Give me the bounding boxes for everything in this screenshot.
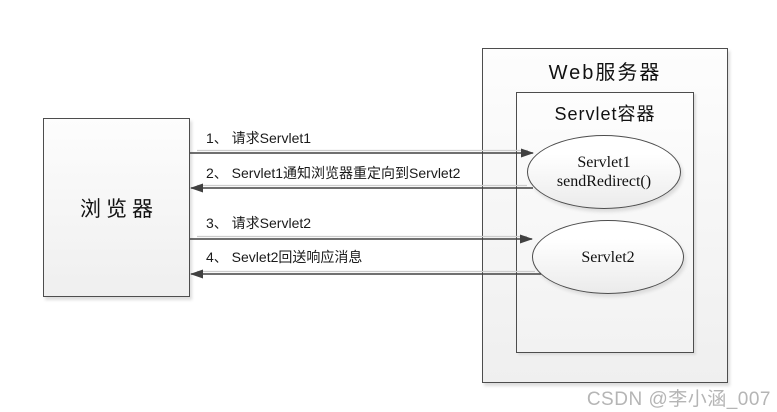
servlet2-ellipse: Servlet2 (532, 220, 684, 294)
servlet1-method-label: sendRedirect() (556, 173, 652, 190)
web-server-box: Web服务器 Servlet容器 Servlet1 sendRedirect()… (482, 48, 728, 383)
servlet-container-box: Servlet容器 Servlet1 sendRedirect() Servle… (516, 92, 694, 353)
servlet2-label: Servlet2 (581, 248, 635, 266)
message-label-3: 3、 请求Servlet2 (206, 215, 312, 231)
servlet-container-title: Servlet容器 (554, 104, 656, 124)
servlet1-label: Servlet1 (577, 154, 631, 171)
browser-label: 浏览器 (80, 196, 158, 221)
browser-box: 浏览器 (43, 118, 190, 297)
message-label-4: 4、 Sevlet2回送响应消息 (206, 249, 363, 265)
message-label-2: 2、 Servlet1通知浏览器重定向到Servlet2 (206, 165, 461, 181)
web-server-title: Web服务器 (548, 62, 662, 84)
watermark: CSDN @李小涵_007 (586, 389, 771, 410)
message-label-1: 1、 请求Servlet1 (206, 130, 312, 146)
servlet1-ellipse: Servlet1 sendRedirect() (527, 135, 681, 209)
